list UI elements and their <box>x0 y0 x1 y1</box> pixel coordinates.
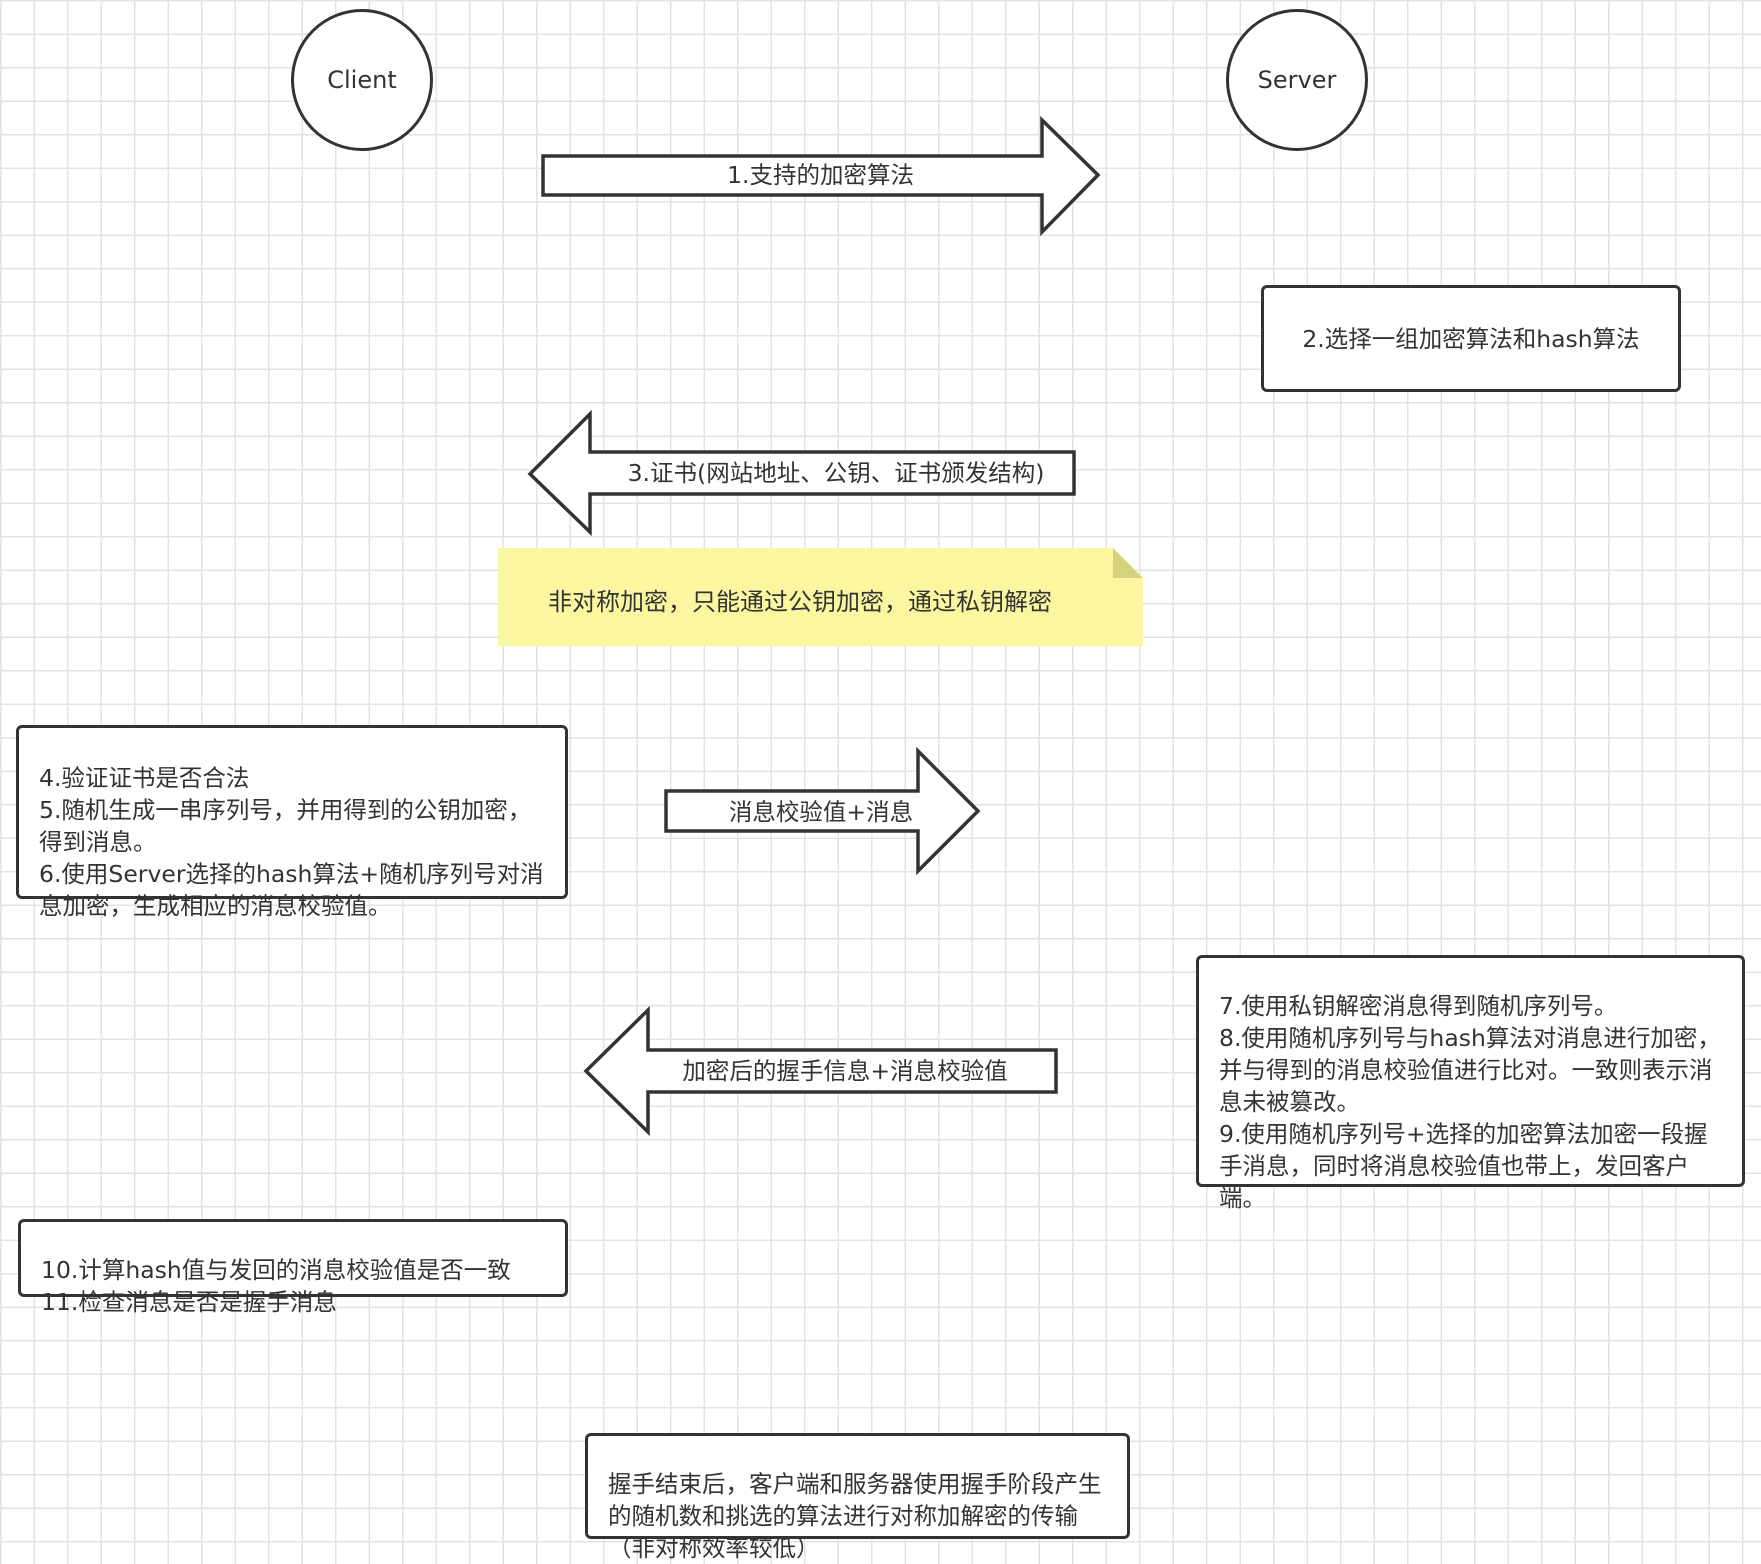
arrow-label-3: 3.证书(网站地址、公钥、证书颁发结构) <box>627 459 1045 487</box>
step-10-11-text: 10.计算hash值与发回的消息校验值是否一致 11.检查消息是否是握手消息 <box>41 1256 511 1316</box>
client-label: Client <box>327 66 397 94</box>
step-7-9-box: 7.使用私钥解密消息得到随机序列号。 8.使用随机序列号与hash算法对消息进行… <box>1196 955 1745 1212</box>
arrow-label-msg: 消息校验值+消息 <box>728 798 914 826</box>
arrow-client-to-server-msg <box>664 746 981 876</box>
final-note-box: 握手结束后，客户端和服务器使用握手阶段产生的随机数和挑选的算法进行对称加解密的传… <box>585 1433 1130 1562</box>
step-4-6-box: 4.验证证书是否合法 5.随机生成一串序列号，并用得到的公钥加密，得到消息。 6… <box>16 725 568 920</box>
note-text: 非对称加密，只能通过公钥加密，通过私钥解密 <box>548 588 1052 616</box>
arrow-label-1: 1.支持的加密算法 <box>727 161 914 189</box>
note-shape <box>498 548 1143 646</box>
arrow-client-to-server-1 <box>541 115 1101 237</box>
note-fold <box>1113 548 1143 578</box>
step-2-box: 2.选择一组加密算法和hash算法 <box>1261 285 1681 392</box>
step-2-text: 2.选择一组加密算法和hash算法 <box>1302 324 1640 353</box>
step-7-9-text: 7.使用私钥解密消息得到随机序列号。 8.使用随机序列号与hash算法对消息进行… <box>1219 992 1721 1212</box>
step-4-6-text: 4.验证证书是否合法 5.随机生成一串序列号，并用得到的公钥加密，得到消息。 6… <box>39 764 544 920</box>
client-actor: Client <box>291 9 433 151</box>
step-10-11-box: 10.计算hash值与发回的消息校验值是否一致 11.检查消息是否是握手消息 <box>18 1219 568 1316</box>
arrow-server-to-client-3 <box>527 409 1076 537</box>
arrow-server-to-client-handshake <box>583 1005 1058 1137</box>
server-actor: Server <box>1226 9 1368 151</box>
server-label: Server <box>1257 66 1337 94</box>
arrow-label-handshake: 加密后的握手信息+消息校验值 <box>682 1057 1008 1085</box>
